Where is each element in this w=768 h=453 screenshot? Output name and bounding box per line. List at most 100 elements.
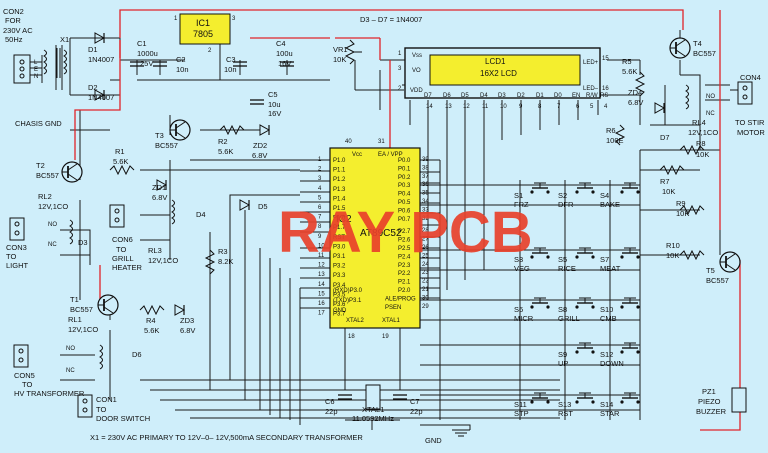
gnd-label: GND bbox=[425, 436, 442, 445]
ic2-right-pin-12: P2.4 bbox=[398, 254, 411, 260]
con3-line1: TO bbox=[6, 252, 16, 261]
r3-ref: R3 bbox=[218, 247, 228, 256]
ic2-right-pin-9: P2.7 bbox=[398, 229, 411, 235]
lcd-led-plus: LED+ bbox=[583, 60, 599, 66]
capacitors bbox=[130, 61, 407, 400]
r9-ref: R9 bbox=[676, 199, 686, 208]
lcd-pin-names: D7 D6 D5 D4 D3 D2 D1 D0 EN R/W RS 14 13 … bbox=[424, 93, 608, 110]
con1-line1: TO bbox=[96, 405, 106, 414]
lcd-num-6: 6 bbox=[576, 104, 580, 110]
ic2-right-pin-number: 34 bbox=[422, 199, 429, 205]
lcd-pin-rs: RS bbox=[600, 93, 608, 99]
switch-ref-s9: S9 bbox=[558, 350, 567, 359]
ic2-left-pin-number: 11 bbox=[318, 253, 325, 259]
lcd-led-minus: LED– bbox=[583, 86, 599, 92]
crystal-xtal1 bbox=[365, 384, 381, 410]
d2-ref: D2 bbox=[88, 83, 98, 92]
lcd-num-10: 10 bbox=[500, 104, 507, 110]
switch-label-up: UP bbox=[558, 359, 568, 368]
zd3-val: 6.8V bbox=[180, 326, 195, 335]
zd3-ref: ZD3 bbox=[180, 316, 194, 325]
zd3-zener bbox=[174, 304, 185, 316]
con5-line1: TO bbox=[22, 380, 32, 389]
con2-pin-n: N bbox=[34, 74, 38, 80]
ic2-right-pin-5: P0.4 bbox=[398, 192, 411, 198]
r9-val: 10K bbox=[676, 209, 689, 218]
ic2-vcc: Vcc bbox=[352, 152, 362, 158]
diode-note: D3 – D7 = 1N4007 bbox=[360, 15, 422, 24]
r7-ref: R7 bbox=[660, 177, 670, 186]
switch-ref-s5: S5 bbox=[558, 255, 567, 264]
lcd-num-9: 9 bbox=[519, 104, 523, 110]
ground-symbol bbox=[452, 429, 470, 437]
ic2-right-pin-number: 27 bbox=[422, 237, 429, 243]
ic2-left-pin-number: 12 bbox=[318, 263, 325, 269]
ic2-left-pin-number: 3 bbox=[318, 176, 322, 182]
ic2-right-pin-11: P2.5 bbox=[398, 246, 411, 252]
lcd-num-5: 5 bbox=[590, 104, 594, 110]
lcd-pin-rw: R/W bbox=[586, 93, 598, 99]
switch-ref-s4: S4 bbox=[600, 191, 609, 200]
ic2-left-pin-number: 13 bbox=[318, 272, 325, 278]
ic2-pin18: 18 bbox=[348, 334, 355, 340]
r5-val: 5.6K bbox=[622, 67, 637, 76]
watermark-text: RAY PCB bbox=[278, 200, 533, 265]
ic2-left-pin-3: P1.2 bbox=[333, 177, 346, 183]
r3-val: 8.2K bbox=[218, 257, 233, 266]
switch-label-frz: FRZ bbox=[514, 200, 529, 209]
con5-line2: HV TRANSFORMER bbox=[14, 389, 85, 398]
zd1-val: 6.8V bbox=[152, 193, 167, 202]
rl4-val: 12V,1CO bbox=[688, 128, 718, 137]
ic2-microcontroller bbox=[329, 147, 421, 329]
lcd-pin-d4: D4 bbox=[480, 93, 488, 99]
r10-val: 10K bbox=[666, 251, 679, 260]
ic2-left-pin-19: (TXD)P3.1 bbox=[333, 298, 362, 304]
zd2-zener bbox=[259, 124, 270, 136]
c2-val: 10n bbox=[176, 65, 189, 74]
con1-line2: DOOR SWITCH bbox=[96, 414, 150, 423]
ic2-left-pin-number: 8 bbox=[318, 224, 322, 230]
ic2-pin31: 31 bbox=[378, 139, 385, 145]
lcd-pin2: 2 bbox=[398, 86, 402, 92]
ic2-right-pin-number: 21 bbox=[422, 287, 429, 293]
zd4-ref: ZD4 bbox=[628, 88, 642, 97]
switch-label-micr: MICR bbox=[514, 314, 534, 323]
lcd-num-11: 11 bbox=[482, 104, 489, 110]
switch-label-star: STAR bbox=[600, 409, 620, 418]
con2-line2: 230V AC bbox=[3, 26, 33, 35]
con3-ref: CON3 bbox=[6, 243, 27, 252]
ic2-ea-vpp: EA / VPP bbox=[378, 152, 403, 158]
ic2-right-pin-number: 32 bbox=[422, 216, 429, 222]
t2-transistor bbox=[61, 161, 83, 183]
c4-v2: 16V bbox=[278, 59, 291, 68]
c7-val: 22p bbox=[410, 407, 423, 416]
con4-line1: TO STIR bbox=[735, 118, 765, 127]
con4-nc: NC bbox=[706, 111, 715, 117]
lcd-part: 16X2 LCD bbox=[480, 69, 517, 78]
con2-pin-e: E bbox=[34, 67, 38, 73]
ic2-right-pin-8: P0.7 bbox=[398, 217, 411, 223]
d5-ref: D5 bbox=[258, 202, 268, 211]
c1-ref: C1 bbox=[137, 39, 147, 48]
t1-part: BC557 bbox=[70, 305, 93, 314]
ic2-left-pins: P1.01P1.12P1.23P1.34P1.45P1.56P1.67P1.78… bbox=[318, 157, 363, 318]
ic2-right-pin-13: P2.3 bbox=[398, 263, 411, 269]
ic1-pin3: 3 bbox=[232, 16, 236, 22]
zd2-val: 6.8V bbox=[252, 151, 267, 160]
rl1-no: NO bbox=[66, 346, 75, 352]
switch-label-down: DOWN bbox=[600, 359, 624, 368]
con3-line2: LIGHT bbox=[6, 261, 29, 270]
switch-label-dfr: DFR bbox=[558, 200, 574, 209]
t3-transistor bbox=[169, 119, 191, 141]
connectors bbox=[9, 81, 753, 418]
lcd-vss: Vss bbox=[412, 53, 422, 59]
ic2-left-pin-18: (RXD)P3.0 bbox=[333, 288, 363, 294]
t4-transistor bbox=[669, 37, 691, 59]
vr1-potentiometer bbox=[344, 39, 362, 65]
ic2-left-pin-number: 1 bbox=[318, 157, 322, 163]
con2-pin-l: L bbox=[34, 60, 38, 66]
supply-wires bbox=[74, 9, 741, 431]
rl2-coil bbox=[69, 219, 73, 245]
t5-ref: T5 bbox=[706, 266, 715, 275]
ic2-left-pin-number: 16 bbox=[318, 301, 325, 307]
